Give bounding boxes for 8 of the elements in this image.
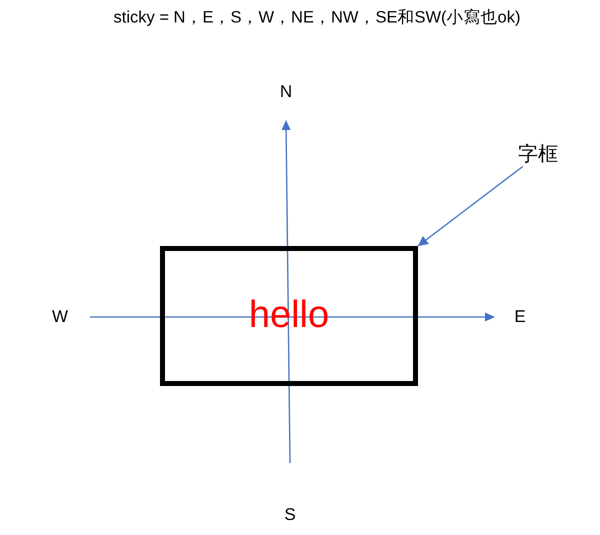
direction-label: N xyxy=(280,82,292,102)
callout-text: 字框 xyxy=(518,144,558,166)
title: sticky = N，E，S，W，NE，NW，SE和SW(小寫也ok) xyxy=(114,8,520,28)
direction-label: E xyxy=(514,307,526,327)
text-frame xyxy=(160,246,418,386)
direction-label: W xyxy=(52,307,68,327)
leader-arrow xyxy=(418,166,524,247)
direction-label: S xyxy=(284,505,296,525)
